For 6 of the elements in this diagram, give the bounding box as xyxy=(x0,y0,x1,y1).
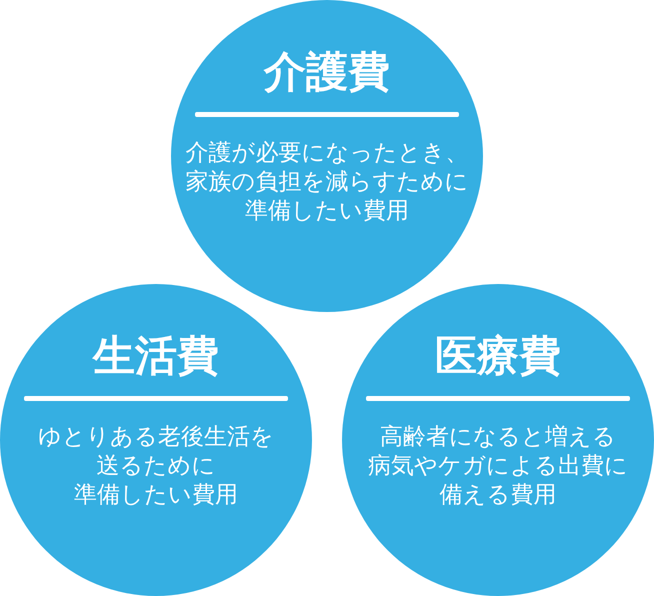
description-text: 介護が必要になったとき、家族の負担を減らすために準備したい費用 xyxy=(186,139,468,226)
circle-heading: 生活費 xyxy=(93,331,219,381)
circle-heading: 介護費 xyxy=(264,47,390,97)
description-text: ゆとりある老後生活を送るために準備したい費用 xyxy=(38,423,274,510)
description-text: 高齢者になると増える病気やケガによる出費に備える費用 xyxy=(368,423,628,510)
circle-heading: 医療費 xyxy=(435,331,561,381)
